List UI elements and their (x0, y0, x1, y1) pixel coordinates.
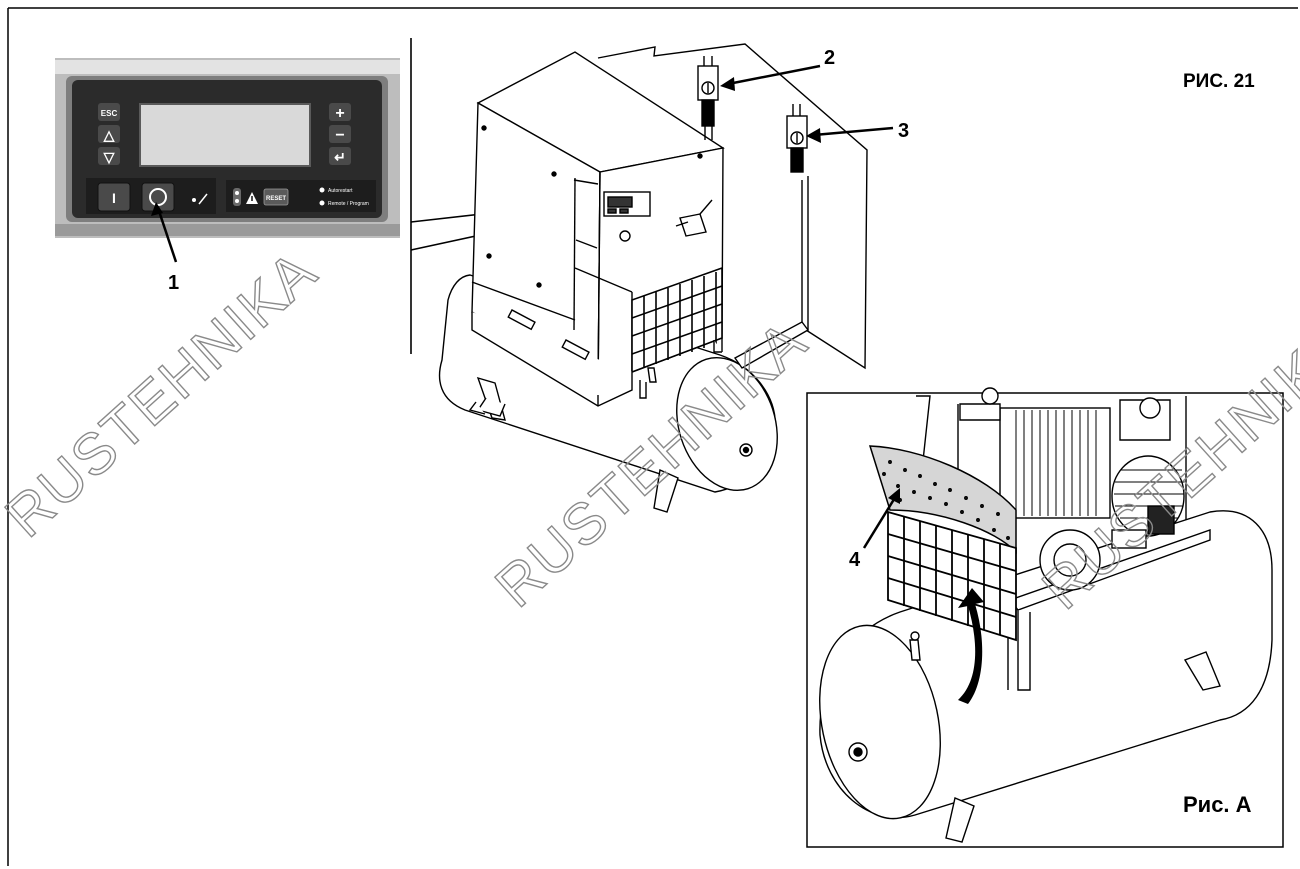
stop-button[interactable] (141, 182, 175, 212)
figure-title: РИС. 21 (1183, 71, 1255, 92)
svg-text:Remote / Program: Remote / Program (328, 201, 369, 207)
isolation-valve-3 (786, 104, 808, 173)
svg-text:+: + (335, 105, 344, 122)
svg-text:3: 3 (898, 120, 909, 142)
page-border (7, 7, 1298, 866)
inset-title: Рис. A (1183, 792, 1252, 817)
down-key[interactable]: ▽ (98, 147, 120, 165)
svg-text:RUSTEHNIKA: RUSTEHNIKA (0, 238, 329, 550)
svg-text:4: 4 (849, 549, 861, 571)
svg-text:△: △ (103, 127, 116, 143)
inset-figure-a: 4 Рис. A (806, 387, 1284, 848)
svg-text:ESC: ESC (101, 109, 118, 118)
callout-1: 1 (151, 202, 179, 294)
svg-text:▽: ▽ (103, 149, 116, 165)
autorestart-indicator: Autorestart (319, 187, 353, 194)
plus-key[interactable]: + (329, 103, 351, 122)
reset-button[interactable]: RESET (263, 188, 289, 206)
svg-text:2: 2 (824, 47, 835, 69)
filter-mat (868, 445, 1017, 554)
svg-text:Autorestart: Autorestart (328, 188, 353, 194)
inset-grille (887, 510, 1017, 642)
svg-text:↵: ↵ (334, 149, 346, 165)
isolation-valve-2 (697, 56, 719, 140)
ventilation-grille (631, 266, 723, 374)
svg-text:1: 1 (168, 272, 179, 294)
status-led-icon (233, 188, 241, 206)
wall-outline (597, 43, 868, 370)
svg-text:RESET: RESET (266, 196, 286, 202)
up-key[interactable]: △ (98, 125, 120, 143)
ball-valve (679, 213, 707, 237)
main-compressor (438, 43, 868, 513)
warning-icon (246, 192, 258, 204)
minus-key[interactable]: − (329, 125, 351, 144)
lift-arrow-icon (958, 588, 984, 704)
svg-text:I: I (112, 190, 116, 206)
esc-key[interactable]: ESC (98, 103, 120, 121)
lcd-display (139, 103, 311, 167)
enter-key[interactable]: ↵ (329, 147, 351, 165)
svg-text:−: − (335, 127, 344, 144)
start-button[interactable]: I (97, 182, 131, 212)
callout-4: 4 (849, 488, 900, 571)
service-icon (192, 193, 208, 205)
remote-indicator: Remote / Program (319, 200, 369, 207)
control-panel: ESC △ ▽ + − ↵ I (55, 58, 400, 238)
callout-3: 3 (806, 120, 909, 143)
callout-2: 2 (720, 47, 835, 91)
